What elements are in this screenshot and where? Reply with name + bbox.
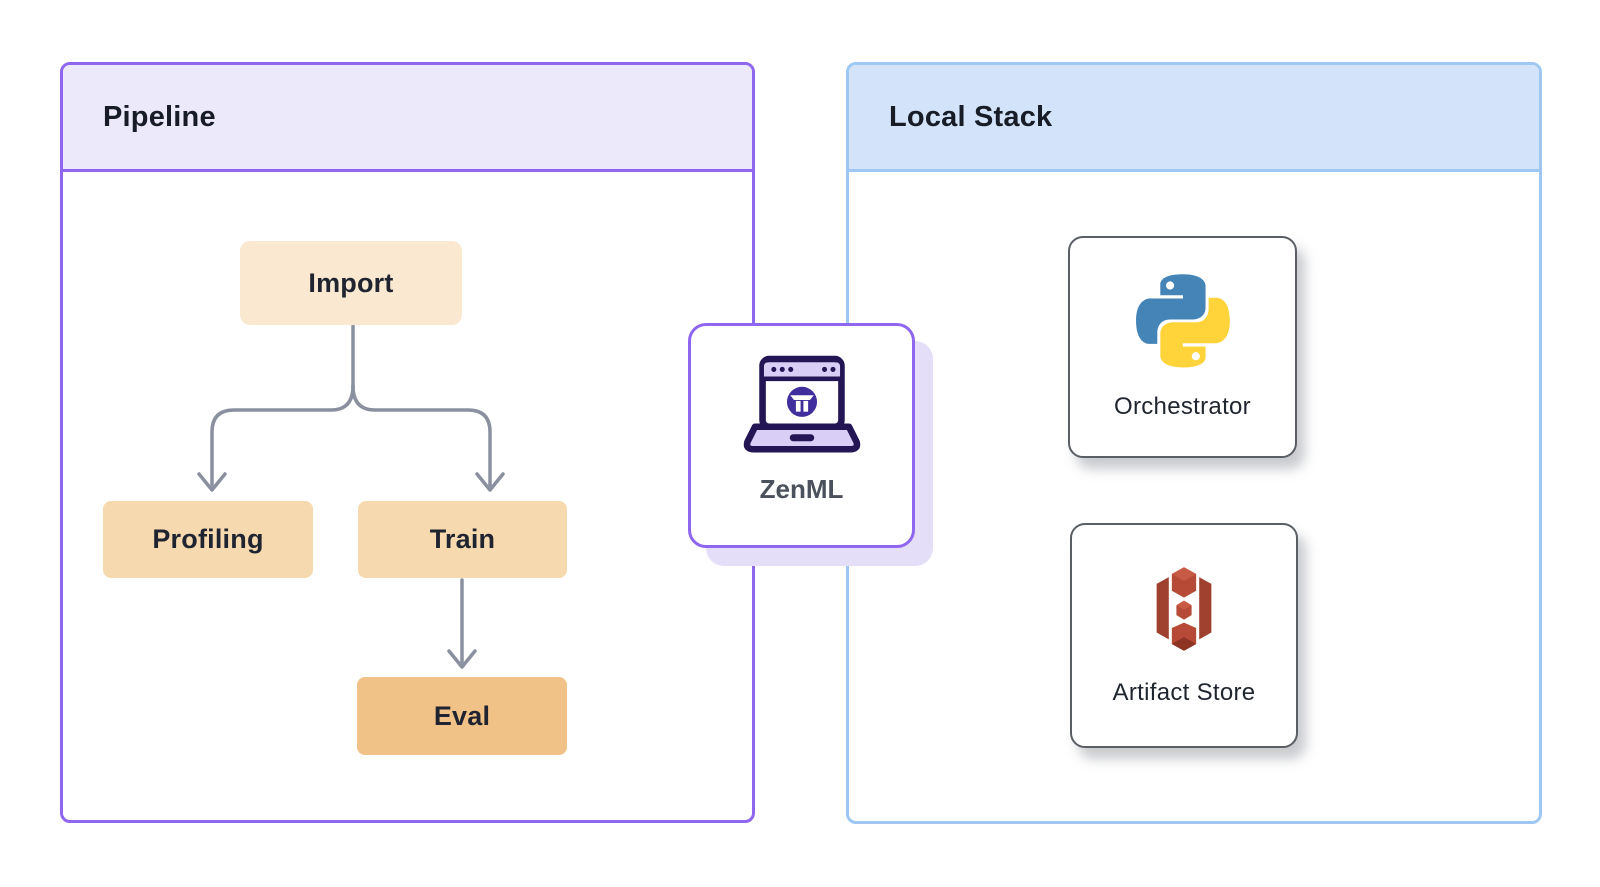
artifact-store-label: Artifact Store bbox=[1112, 679, 1256, 706]
pipeline-title: Pipeline bbox=[103, 100, 216, 133]
node-eval-label: Eval bbox=[433, 700, 491, 731]
node-train-label: Train bbox=[429, 524, 496, 554]
node-profiling-label: Profiling bbox=[152, 524, 264, 554]
artifact-store-card: Artifact Store bbox=[1070, 523, 1298, 748]
s3-bucket-icon bbox=[1146, 564, 1222, 659]
browser-dots bbox=[770, 366, 836, 372]
zenml-card-label: ZenML bbox=[759, 474, 844, 504]
pipeline-header: Pipeline bbox=[63, 65, 752, 172]
zenml-laptop-icon bbox=[740, 354, 864, 460]
orchestrator-card: Orchestrator bbox=[1068, 236, 1297, 458]
node-profiling: Profiling bbox=[103, 501, 313, 578]
python-icon bbox=[1135, 273, 1230, 373]
node-import-label: Import bbox=[308, 267, 394, 298]
zenml-card: ZenML bbox=[688, 323, 915, 548]
orchestrator-label: Orchestrator bbox=[1114, 392, 1251, 420]
local-stack-header: Local Stack bbox=[849, 65, 1539, 172]
local-stack-title: Local Stack bbox=[889, 100, 1053, 133]
node-train: Train bbox=[358, 501, 567, 578]
node-import: Import bbox=[240, 241, 462, 325]
zenml-logo-circle bbox=[786, 386, 817, 417]
node-eval: Eval bbox=[357, 677, 567, 755]
